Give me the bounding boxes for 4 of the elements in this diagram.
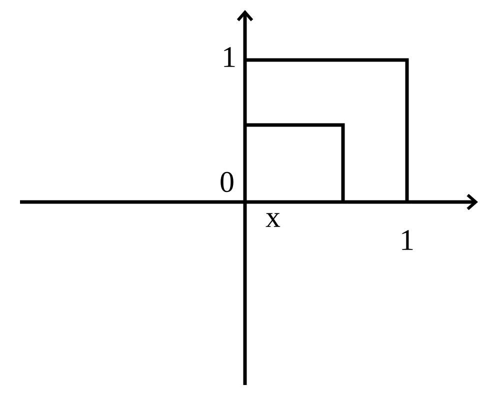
axis-label: x	[266, 213, 280, 227]
axis-label: 1	[402, 230, 413, 250]
axis-label: 1	[224, 47, 235, 67]
axis-label: 0	[220, 172, 234, 192]
